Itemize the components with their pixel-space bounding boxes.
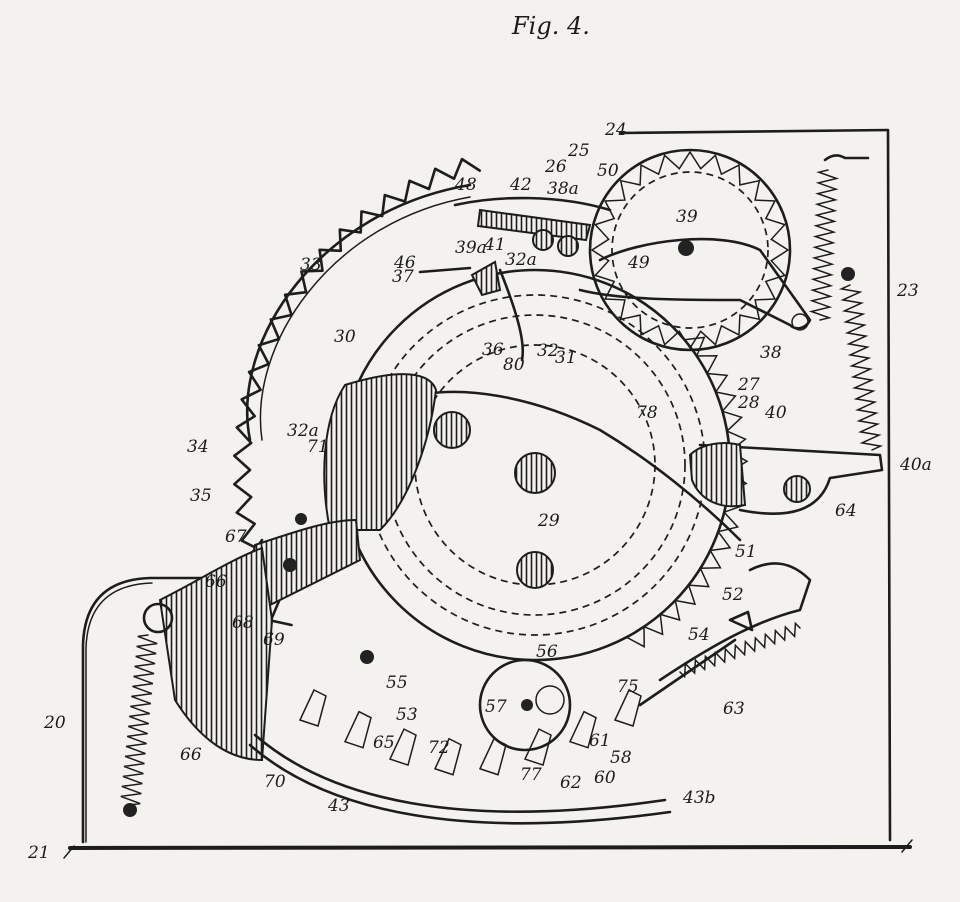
reference-label: 61: [589, 731, 611, 751]
reference-label: 62: [560, 773, 582, 793]
reference-label: 68: [232, 613, 254, 633]
reference-label: 24: [604, 120, 627, 140]
reference-label: 39: [676, 207, 698, 227]
lever-40: [688, 442, 884, 515]
reference-label: 31: [555, 348, 577, 368]
reference-label: 26: [544, 157, 567, 177]
reference-label: 40: [764, 403, 787, 423]
reference-label: 57: [485, 697, 507, 717]
reference-label: 69: [263, 630, 285, 650]
reference-label: 32: [537, 341, 559, 361]
reference-label: 33: [300, 255, 322, 275]
reference-label: 32a: [505, 250, 537, 270]
reference-label: 65: [373, 733, 395, 753]
reference-label: 80: [503, 355, 525, 375]
reference-label: 67: [225, 527, 247, 547]
reference-label: 53: [396, 705, 418, 725]
linkage-top: [418, 196, 612, 362]
housing-frame: [63, 128, 913, 859]
reference-label: 70: [264, 772, 286, 792]
reference-label: 42: [509, 175, 532, 195]
reference-label: 51: [735, 542, 757, 562]
gear-wheel-upper: [588, 148, 792, 352]
reference-label: 66: [205, 572, 227, 592]
reference-label: 37: [392, 267, 414, 287]
lower-gears: [295, 513, 572, 752]
reference-label: 52: [722, 585, 744, 605]
reference-label: 27: [737, 375, 760, 395]
reference-label: 41: [483, 235, 506, 255]
arm-66: [142, 546, 297, 762]
reference-label: 78: [636, 403, 658, 423]
reference-label: 21: [27, 843, 50, 863]
reference-label: 58: [610, 748, 632, 768]
reference-label: 48: [454, 175, 477, 195]
reference-label: 30: [334, 327, 356, 347]
left-lever: [238, 373, 438, 622]
reference-label: 50: [597, 161, 619, 181]
reference-label: 49: [627, 253, 650, 273]
spring-right: [808, 154, 884, 451]
lower-right-arm: [638, 562, 812, 707]
figure-title: Fig. 4.: [511, 12, 590, 40]
reference-label: 77: [520, 765, 542, 785]
reference-label: 43: [327, 796, 350, 816]
reference-label: 23: [896, 281, 919, 301]
reference-label: 38: [760, 343, 782, 363]
reference-label: 56: [536, 642, 558, 662]
reference-label: 32a: [287, 421, 319, 441]
reference-label: 60: [594, 768, 616, 788]
reference-label: 25: [567, 141, 590, 161]
reference-label: 71: [307, 437, 329, 457]
reference-label: 38a: [547, 179, 579, 199]
reference-label: 39a: [455, 238, 487, 258]
reference-label: 64: [835, 501, 857, 521]
ratchet-sector: [233, 157, 482, 627]
reference-label: 35: [190, 486, 212, 506]
reference-label: 63: [723, 699, 745, 719]
reference-label: 40a: [899, 455, 932, 475]
spring-left: [120, 634, 158, 817]
reference-label: 66: [180, 745, 202, 765]
curved-rack: [248, 688, 672, 825]
reference-label: 46: [393, 253, 416, 273]
reference-label: 29: [537, 511, 560, 531]
reference-label: 28: [737, 393, 760, 413]
reference-label: 36: [482, 340, 504, 360]
reference-label: 55: [386, 673, 408, 693]
reference-label: 72: [428, 738, 450, 758]
reference-label: 34: [187, 437, 209, 457]
lever-38: [578, 237, 812, 331]
reference-label: 43b: [682, 788, 716, 808]
reference-label: 75: [617, 677, 639, 697]
reference-label: 54: [688, 625, 710, 645]
reference-label: 20: [43, 713, 66, 733]
